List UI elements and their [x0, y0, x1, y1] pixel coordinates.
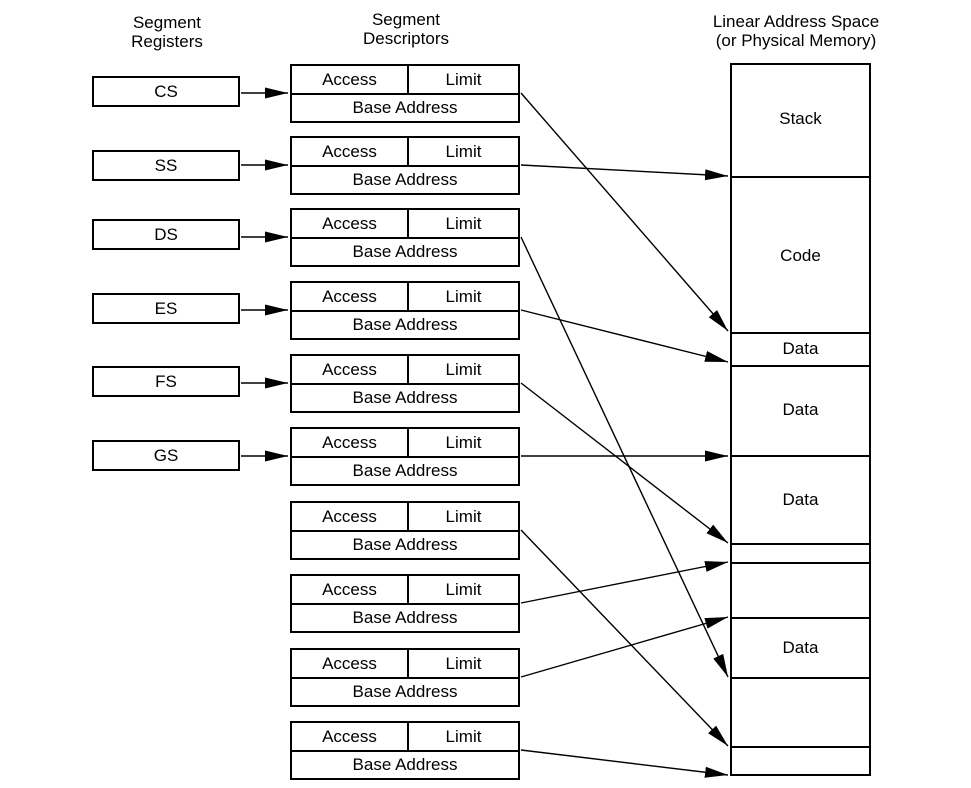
memory-segment-label-data1: Data [782, 339, 819, 358]
descriptor-box-7: Access Limit Base Address [290, 501, 520, 560]
register-box-gs: GS [92, 440, 240, 471]
register-box-ss: SS [92, 150, 240, 181]
descriptor-box-6: Access Limit Base Address [290, 427, 520, 486]
descriptors-header-line2: Descriptors [363, 29, 449, 48]
descriptor-limit-label: Limit [445, 213, 482, 233]
registers-header-line2: Registers [131, 32, 203, 51]
descriptor-box-8: Access Limit Base Address [290, 574, 520, 633]
descriptor-limit-label: Limit [445, 286, 482, 306]
descriptor-box-4: Access Limit Base Address [290, 281, 520, 340]
descriptor-limit-label: Limit [445, 506, 482, 526]
descriptors-column-header: Segment Descriptors [363, 10, 449, 48]
memory-header-line1: Linear Address Space [712, 12, 880, 31]
descriptor-limit-label: Limit [445, 579, 482, 599]
descriptor-base-label: Base Address [352, 682, 458, 701]
memory-divider [730, 677, 871, 679]
descriptor-limit-label: Limit [445, 141, 482, 161]
arrow-descriptor-3-to-memory [520, 236, 729, 678]
descriptor-box-9: Access Limit Base Address [290, 648, 520, 707]
descriptors-header-line1: Segment [371, 10, 441, 29]
memory-divider [730, 455, 871, 457]
descriptor-base-label: Base Address [352, 608, 458, 627]
memory-segment-label-code: Code [780, 246, 821, 265]
descriptor-limit-label: Limit [445, 653, 482, 673]
memory-divider [730, 365, 871, 367]
descriptor-limit-label: Limit [445, 69, 482, 89]
arrow-descriptor-1-to-memory [520, 92, 729, 332]
descriptor-base-label: Base Address [352, 755, 458, 774]
arrow-descriptor-4-to-memory [520, 309, 729, 363]
descriptor-access-label: Access [292, 138, 409, 165]
descriptor-access-label: Access [292, 576, 409, 603]
memory-column-header: Linear Address Space (or Physical Memory… [713, 12, 879, 50]
linear-address-space-box [730, 63, 871, 776]
arrow-descriptor-7-to-memory [520, 529, 729, 747]
memory-header-line2: (or Physical Memory) [715, 31, 877, 50]
arrow-descriptor-5-to-memory [520, 382, 729, 544]
descriptor-base-label: Base Address [352, 242, 458, 261]
register-box-cs: CS [92, 76, 240, 107]
memory-divider [730, 562, 871, 564]
descriptor-access-label: Access [292, 650, 409, 677]
memory-divider [730, 176, 871, 178]
memory-segment-label-data3: Data [782, 490, 819, 509]
descriptor-base-label: Base Address [352, 170, 458, 189]
descriptor-limit-label: Limit [445, 359, 482, 379]
descriptor-base-label: Base Address [352, 388, 458, 407]
arrow-descriptor-9-to-memory [520, 616, 729, 678]
descriptor-limit-label: Limit [445, 726, 482, 746]
descriptor-access-label: Access [292, 356, 409, 383]
descriptor-box-1: Access Limit Base Address [290, 64, 520, 123]
descriptor-box-5: Access Limit Base Address [290, 354, 520, 413]
memory-segment-label-data4: Data [782, 638, 819, 657]
descriptor-base-label: Base Address [352, 535, 458, 554]
descriptor-box-2: Access Limit Base Address [290, 136, 520, 195]
memory-divider [730, 617, 871, 619]
register-box-es: ES [92, 293, 240, 324]
descriptor-box-10: Access Limit Base Address [290, 721, 520, 780]
register-box-fs: FS [92, 366, 240, 397]
descriptor-access-label: Access [292, 429, 409, 456]
memory-segment-label-stack: Stack [779, 109, 822, 128]
arrow-descriptor-8-to-memory [520, 561, 729, 604]
arrow-descriptor-2-to-memory [520, 164, 729, 181]
registers-column-header: Segment Registers [131, 13, 203, 51]
arrow-descriptor-10-to-memory [520, 749, 729, 778]
memory-divider [730, 746, 871, 748]
descriptor-access-label: Access [292, 283, 409, 310]
registers-header-line1: Segment [132, 13, 202, 32]
descriptor-base-label: Base Address [352, 461, 458, 480]
descriptor-limit-label: Limit [445, 432, 482, 452]
descriptor-base-label: Base Address [352, 315, 458, 334]
memory-segment-label-data2: Data [782, 400, 819, 419]
memory-divider [730, 543, 871, 545]
register-box-ds: DS [92, 219, 240, 250]
memory-divider [730, 332, 871, 334]
descriptor-access-label: Access [292, 723, 409, 750]
descriptor-base-label: Base Address [352, 98, 458, 117]
descriptor-access-label: Access [292, 66, 409, 93]
descriptor-access-label: Access [292, 503, 409, 530]
descriptor-access-label: Access [292, 210, 409, 237]
descriptor-box-3: Access Limit Base Address [290, 208, 520, 267]
